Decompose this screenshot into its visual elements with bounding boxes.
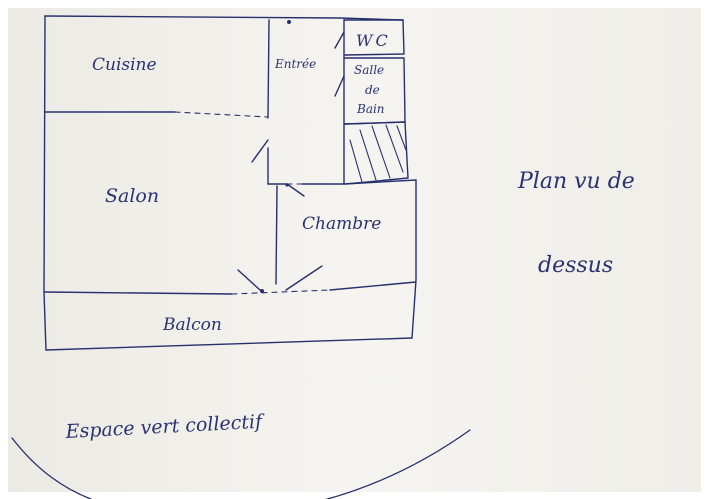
kitchen-opening xyxy=(174,111,269,118)
wc-box xyxy=(343,19,405,56)
hinge-dot xyxy=(287,20,291,24)
hatch-line xyxy=(349,139,363,183)
balcon-opening xyxy=(231,289,331,295)
door-balcon-left xyxy=(237,269,261,291)
openings xyxy=(174,111,331,295)
outer-wall-bottom xyxy=(45,337,413,351)
chambre-wall-top xyxy=(343,179,417,185)
door-entree-salon xyxy=(251,139,269,163)
room-label-entree: Entrée xyxy=(274,57,316,71)
balcon-wall xyxy=(44,281,417,295)
door-balcon-right xyxy=(285,265,323,291)
outer-wall-left xyxy=(43,15,47,351)
room-label-balcon: Balcon xyxy=(162,315,222,335)
room-label-bath-line3: Bain xyxy=(356,102,385,116)
outer-wall-right xyxy=(411,179,417,339)
caption-line-2: dessus xyxy=(538,253,613,278)
room-label-bath-line1: Salle xyxy=(354,63,384,77)
green-space-curve xyxy=(11,429,471,499)
door-wc xyxy=(334,31,345,49)
hinge-dots xyxy=(260,20,291,293)
paper-sheet xyxy=(8,8,701,492)
room-label-wc: WC xyxy=(356,31,391,50)
room-label-cuisine: Cuisine xyxy=(92,55,157,75)
room-label-salon: Salon xyxy=(105,185,159,207)
hinge-dot xyxy=(285,183,289,187)
hinge-dot xyxy=(260,289,264,293)
hatch-line xyxy=(371,125,391,179)
walls xyxy=(43,15,417,351)
room-label-chambre: Chambre xyxy=(302,214,381,234)
hatch-line xyxy=(359,129,377,181)
chambre-wall-left xyxy=(275,185,278,285)
hatch-line xyxy=(385,124,404,173)
entree-left-wall xyxy=(267,19,270,185)
caption-line-1: Plan vu de xyxy=(517,169,635,194)
room-label-bath-line2: de xyxy=(365,83,380,97)
hatch-line xyxy=(396,125,407,151)
door-chambre xyxy=(286,183,305,197)
hatching xyxy=(349,124,407,183)
doors xyxy=(237,31,345,291)
door-bath xyxy=(334,75,345,97)
